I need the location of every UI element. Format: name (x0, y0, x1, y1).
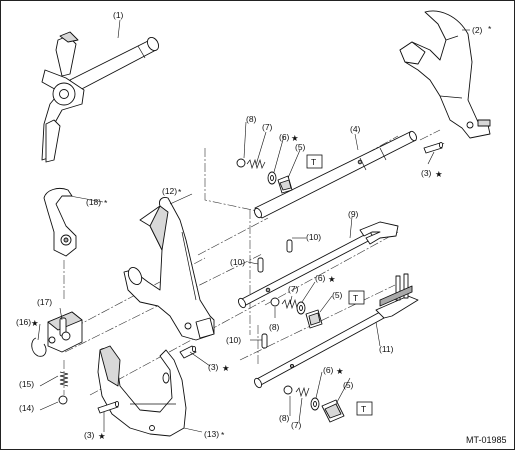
leader-lines (37, 19, 470, 433)
callout-8a: (8) (246, 114, 257, 124)
part-7-spring-b (281, 298, 298, 310)
assembly-center-lines (63, 129, 446, 396)
part-14-ball (58, 395, 68, 405)
callout-16-star: ★ (31, 318, 39, 328)
part-2-shift-fork (399, 10, 491, 139)
part-5-plug-b (305, 309, 323, 329)
callout-3a: (3) (421, 168, 432, 178)
part-3-spring-pin-a (423, 141, 444, 154)
callout-6c: (6) (323, 365, 334, 375)
callout-3a-star: ★ (435, 169, 443, 179)
callout-6a: (6) (279, 132, 290, 142)
callout-1: (1) (113, 10, 124, 20)
callout-17: (17) (37, 297, 52, 307)
callout-13-asterisk: * (221, 430, 225, 440)
callout-3c: (3) (84, 430, 95, 440)
detent-set-middle (270, 297, 323, 329)
torque-box-c (356, 401, 373, 416)
torque-box-b-label: T (353, 293, 358, 303)
callout-13: (13) (204, 429, 219, 439)
callout-12: (12) (162, 186, 177, 196)
part-4-shift-rod (254, 130, 417, 219)
part-8-ball-a (236, 158, 246, 168)
callout-2: (2) (472, 25, 483, 35)
callout-2-asterisk: * (488, 24, 492, 34)
callout-11: (11) (379, 344, 394, 354)
callout-10b: (10) (306, 232, 321, 242)
part-10-interlock-pins (257, 239, 293, 349)
part-12-shift-fork (123, 197, 215, 341)
part-1-shift-arm (41, 31, 160, 163)
callout-8b: (8) (269, 322, 280, 332)
part-7-spring-c (295, 386, 310, 398)
part-9-shift-rod (238, 221, 399, 309)
torque-box-a (306, 154, 323, 169)
part-3-spring-pin-b (179, 345, 197, 359)
diagram-code: MT-01985 (466, 435, 507, 445)
callout-10c: (10) (226, 335, 241, 345)
callout-15: (15) (19, 379, 34, 389)
part-5-plug-c (321, 399, 345, 423)
callout-7c: (7) (291, 420, 302, 430)
part-18-select-arm (43, 187, 77, 257)
torque-box-a-label: T (311, 157, 316, 167)
callout-labels: (1) (2) * (8) (7) (6) ★ (5) T (4) (3) ★ … (16, 10, 507, 445)
part-10-pin-a (257, 257, 264, 273)
part-8-ball-b (270, 297, 280, 307)
part-13-shift-fork (97, 345, 187, 437)
callout-9: (9) (348, 209, 359, 219)
detent-set-lower (283, 385, 345, 423)
callout-4: (4) (350, 124, 361, 134)
callout-7a: (7) (262, 122, 273, 132)
torque-box-c-label: T (361, 404, 366, 414)
callout-5c: (5) (343, 380, 354, 390)
part-10-pin-c (261, 333, 268, 349)
part-5-plug-a (277, 175, 293, 194)
callout-14: (14) (19, 403, 34, 413)
callout-6b-star: ★ (328, 274, 336, 284)
callout-6c-star: ★ (336, 366, 344, 376)
callout-8c: (8) (279, 413, 290, 423)
callout-5b: (5) (332, 290, 343, 300)
callout-6b: (6) (315, 273, 326, 283)
detent-set-upper (236, 158, 293, 194)
part-11-shift-rod (254, 273, 419, 389)
torque-box-b (348, 290, 365, 305)
callout-3b-star: ★ (222, 363, 230, 373)
callout-3b: (3) (208, 362, 219, 372)
part-16-snap-ring (31, 337, 47, 357)
callout-10a: (10) (230, 257, 245, 267)
part-17-bracket (47, 311, 83, 353)
callout-3c-star: ★ (98, 431, 106, 441)
part-8-ball-c (283, 385, 293, 395)
part-10-pin-b (286, 239, 293, 253)
part-3-spring-pin-c (97, 400, 120, 414)
callout-18: (18) (86, 197, 101, 207)
part-15-spring (59, 371, 69, 387)
callout-7b: (7) (288, 284, 299, 294)
callout-18-asterisk: * (104, 198, 108, 208)
callout-6a-star: ★ (291, 133, 299, 143)
callout-12-asterisk: * (178, 187, 182, 197)
callout-16: (16) (16, 317, 31, 327)
callout-5a: (5) (295, 142, 306, 152)
